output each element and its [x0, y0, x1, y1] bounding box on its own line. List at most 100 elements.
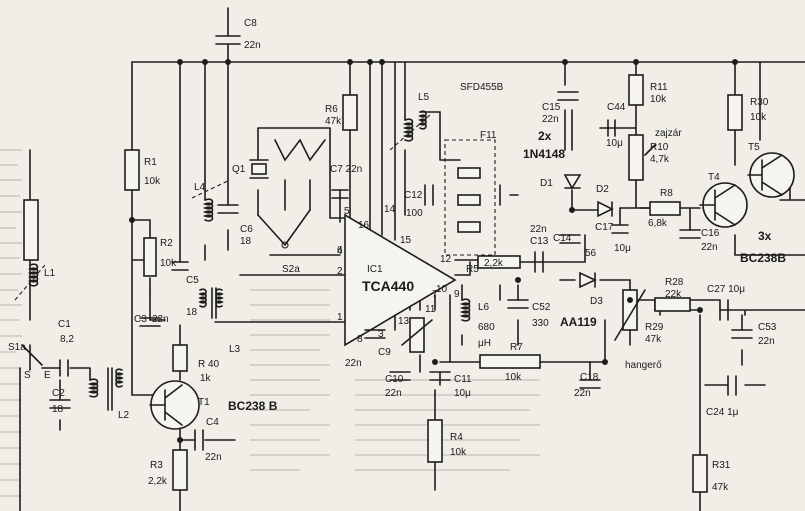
c7-label: C7 22n	[330, 164, 362, 175]
r28-label: R28	[665, 277, 684, 288]
c53-capacitor	[731, 329, 753, 339]
r5-resistor	[477, 255, 521, 269]
pin-4: 4	[337, 246, 343, 257]
c2-value: 18	[52, 404, 64, 415]
s2a-label: S2a	[282, 264, 300, 275]
bc-multi-label: 3x	[758, 229, 772, 243]
c5-value: 18	[186, 307, 198, 318]
r2-value: 10k	[160, 258, 177, 269]
e-label: E	[44, 370, 51, 381]
junction-dots	[129, 59, 738, 443]
r4-label: R4	[450, 432, 463, 443]
c9-label: C9	[378, 347, 391, 358]
c14-value: 56	[585, 248, 597, 259]
pin-15: 15	[400, 235, 412, 246]
t5-label: T5	[748, 142, 760, 153]
c4-capacitor	[194, 429, 204, 451]
t1-label: T1	[198, 397, 210, 408]
t1-transistor	[149, 380, 200, 430]
r1-value: 10k	[144, 176, 161, 187]
r5-value: 2,2k	[484, 258, 504, 269]
bc1-label: BC238 B	[228, 399, 278, 413]
diode-type: 1N4148	[523, 147, 565, 161]
c6-value: 18	[240, 236, 252, 247]
r11-resistor	[628, 74, 644, 106]
c27-capacitor	[719, 299, 729, 321]
r30-resistor	[727, 94, 743, 131]
r31-label: R31	[712, 460, 731, 471]
c16-capacitor	[679, 229, 701, 239]
l3-coil	[198, 288, 207, 308]
c12-label: C12	[404, 190, 423, 201]
r40-value: 1k	[200, 373, 212, 384]
l4-label: L4	[194, 182, 206, 193]
d3-diode	[579, 271, 597, 289]
c10-value: 22n	[385, 388, 402, 399]
wires	[19, 7, 805, 511]
c10-label: C10	[385, 374, 404, 385]
q1-crystal	[249, 159, 269, 179]
l5-coil	[402, 118, 414, 142]
c14-capacitor	[559, 234, 581, 244]
l5-label: L5	[418, 92, 430, 103]
c44-label: C44	[607, 102, 626, 113]
l4-coil	[202, 198, 214, 222]
labels: C8 22n R1 10k R2 10k C3 22n C5 18 L3 R 4…	[8, 18, 786, 493]
r28-value: 22k	[665, 289, 682, 300]
c11-label: C11	[454, 374, 472, 385]
c12-value: 100	[406, 208, 423, 219]
r6-label: R6	[325, 104, 338, 115]
zajzar-label: zajzár	[655, 128, 682, 139]
d3-label: D3	[590, 296, 603, 307]
sfd-label: SFD455B	[460, 82, 504, 93]
r31-value: 47k	[712, 482, 729, 493]
r8-resistor	[649, 201, 681, 216]
c5-label: C5	[186, 275, 199, 286]
components	[14, 35, 795, 493]
pin-8: 8	[357, 334, 363, 345]
c44-capacitor	[607, 119, 616, 137]
r11-value: 10k	[650, 94, 667, 105]
c44-value: 10μ	[606, 138, 623, 149]
c13-capacitor	[534, 251, 544, 273]
l6-label: L6	[478, 302, 490, 313]
c27-label: C27 10μ	[707, 284, 745, 295]
c3-value: 22n	[152, 314, 169, 325]
pin-12: 12	[440, 254, 452, 265]
r7-value: 10k	[505, 372, 522, 383]
c11-capacitor	[429, 371, 451, 381]
pin-2: 2	[337, 266, 343, 277]
diode-count: 2x	[538, 129, 552, 143]
l2-coil	[87, 378, 99, 398]
pin-7: 7	[432, 289, 438, 300]
c15-label: C15	[542, 102, 561, 113]
c4-value: 22n	[205, 452, 222, 463]
r6-resistor	[342, 94, 358, 131]
pin-9: 9	[454, 289, 460, 300]
r7-resistor	[479, 354, 541, 369]
c53-value: 22n	[758, 336, 775, 347]
l1-coil	[27, 263, 39, 287]
t5-transistor	[747, 152, 795, 198]
l2-label: L2	[118, 410, 130, 421]
c52-value: 330	[532, 318, 549, 329]
l6-coil	[459, 298, 471, 322]
r10-label: R10	[650, 142, 669, 153]
pin-11: 11	[425, 304, 436, 315]
t4-label: T4	[708, 172, 720, 183]
c17-label: C17	[595, 222, 614, 233]
pin-16: 16	[358, 220, 370, 231]
l6-value: 680	[478, 322, 495, 333]
pin-5: 5	[344, 206, 350, 217]
d1-label: D1	[540, 178, 553, 189]
c13-value: 22n	[530, 224, 547, 235]
pin-6: 6	[337, 245, 343, 256]
r7-label: R7	[510, 342, 523, 353]
t4-transistor	[699, 182, 748, 228]
c17-value: 10μ	[614, 243, 631, 254]
r3-label: R3	[150, 460, 163, 471]
aa119-label: AA119	[560, 315, 597, 329]
c15-value: 22n	[542, 114, 559, 125]
r10-value: 4,7k	[650, 154, 670, 165]
c6-label: C6	[240, 224, 253, 235]
